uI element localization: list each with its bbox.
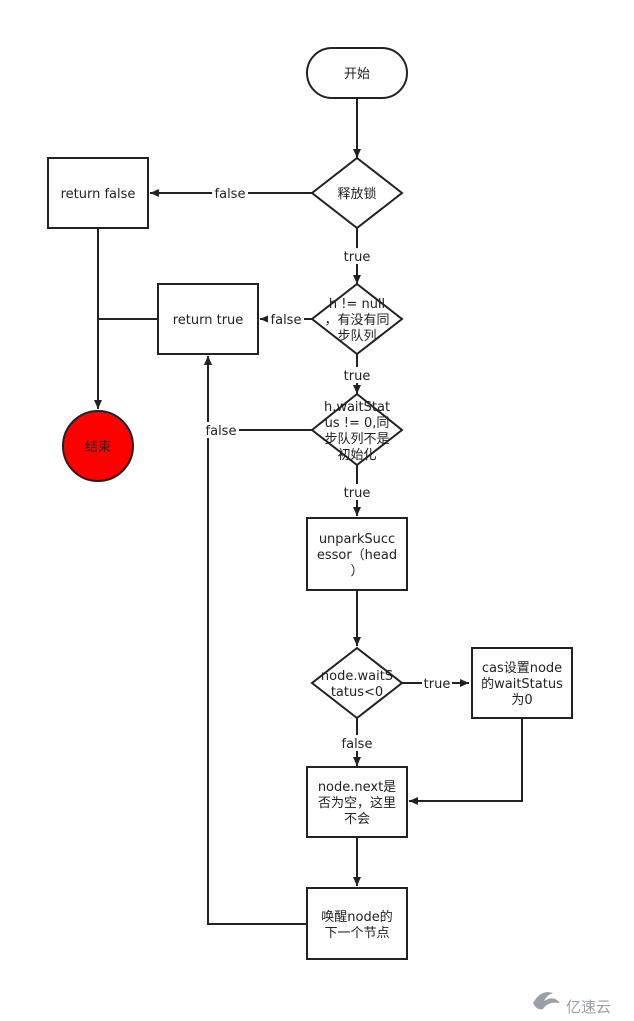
release-lock-label-line: 释放锁 xyxy=(337,186,376,202)
return-true-node xyxy=(157,283,259,355)
unpark-label-line: ） xyxy=(350,564,363,579)
next-null-label-line: node.next是 xyxy=(318,780,396,795)
next-null-label-line: 否为空，这里 xyxy=(318,795,396,811)
check-waitstatus-decision xyxy=(310,392,404,467)
label-nodews-true: true xyxy=(424,677,451,692)
return-false-node xyxy=(47,157,149,229)
check-waitstatus-label-line: 初始化 xyxy=(337,448,376,463)
cas-set-label-line: 的waitStatus xyxy=(481,676,563,692)
next-null-label-line: 不会 xyxy=(344,812,370,827)
label-head-true: true xyxy=(344,369,371,384)
cas-set-label-line: 为0 xyxy=(511,693,532,708)
return-false-label-line: return false xyxy=(61,187,136,202)
check-waitstatus-label-line: h.waitStat xyxy=(324,400,390,415)
edge-cas-nextnull xyxy=(409,718,523,805)
return-true-label-line: return true xyxy=(173,313,244,328)
label-nodews-false: false xyxy=(342,737,373,752)
unpark-label-line: essor（head xyxy=(317,548,397,563)
label-release-false: false xyxy=(215,187,246,202)
release-lock-decision xyxy=(310,156,404,230)
cas-set-node xyxy=(471,647,573,719)
edge-waitstatus-returntrue xyxy=(204,356,312,431)
label-release-true: true xyxy=(344,250,371,265)
unpark-successor-node xyxy=(306,517,408,591)
cas-set-label-line: cas设置node xyxy=(482,661,562,676)
check-waitstatus-label-line: 步队列不是 xyxy=(324,432,389,447)
unpark-label-line: unparkSucc xyxy=(319,532,395,547)
label-waitstatus-false: false xyxy=(206,424,237,439)
node-waitstatus-decision xyxy=(310,646,404,720)
check-head-label-line: ，有没有同 xyxy=(324,313,389,328)
start-label-line: 开始 xyxy=(344,67,370,82)
label-waitstatus-true: true xyxy=(344,486,371,501)
wake-next-label-line: 唤醒node的 xyxy=(321,909,392,925)
node-waitstatus-label-line: tatus<0 xyxy=(331,685,383,700)
end-node xyxy=(62,410,134,482)
check-head-label-line: h != null xyxy=(329,297,385,312)
watermark-logo: 亿速云 xyxy=(533,992,611,1016)
check-waitstatus-label-line: us != 0,同 xyxy=(325,416,390,431)
end-label-line: 结束 xyxy=(85,440,111,455)
watermark-text: 亿速云 xyxy=(566,998,611,1016)
start-node xyxy=(306,47,408,99)
wake-next-node xyxy=(306,887,408,960)
check-head-label-line: 步队列 xyxy=(337,329,376,344)
check-head-decision xyxy=(310,282,404,356)
node-waitstatus-label-line: node.waitS xyxy=(321,669,393,684)
next-null-node xyxy=(306,766,408,838)
wake-next-label-line: 下一个节点 xyxy=(324,926,389,941)
label-head-false: false xyxy=(271,313,302,328)
edge-wake-returntrue xyxy=(204,356,307,925)
